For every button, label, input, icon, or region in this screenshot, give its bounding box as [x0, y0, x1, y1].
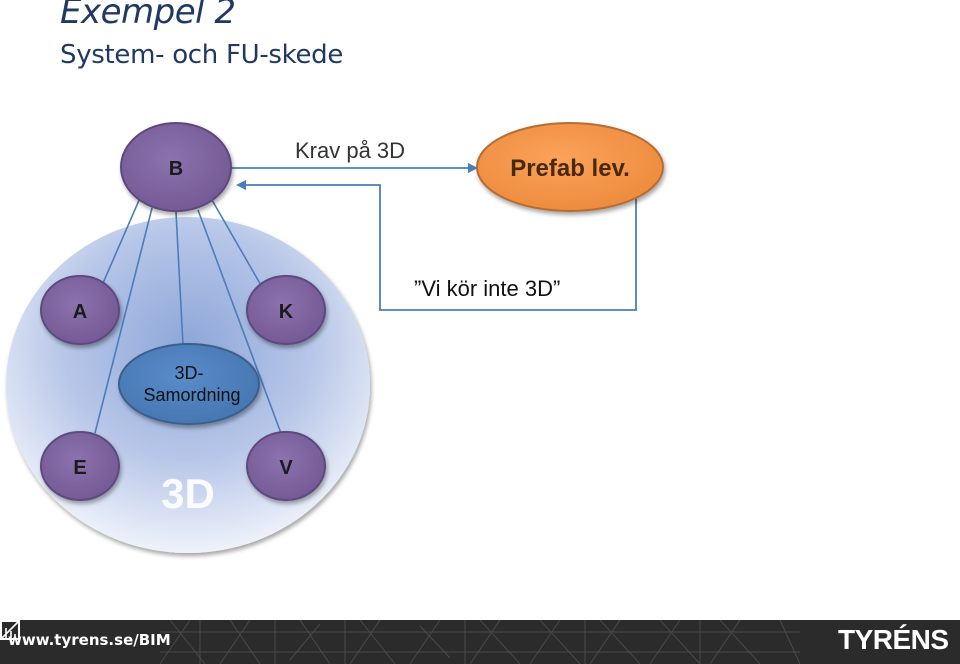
- node-b: [120, 122, 232, 212]
- krav-label: Krav på 3D: [295, 138, 405, 163]
- connector-b-k: [211, 199, 263, 288]
- reply-label: ”Vi kör inte 3D”: [414, 276, 560, 301]
- node-a: [40, 275, 120, 345]
- node-v: [246, 431, 326, 501]
- node-samordning-label-line1: 3D-: [174, 363, 203, 383]
- node-b-label: B: [169, 158, 183, 180]
- tyrens-mark-icon: [0, 620, 20, 640]
- connector-b-a: [99, 197, 141, 291]
- connector-b-samordning: [175, 211, 184, 346]
- node-k: [246, 275, 326, 345]
- footer-bar: www.tyrens.se/BIM TYRÉNS: [0, 620, 960, 664]
- node-a-label: A: [73, 301, 87, 323]
- node-e: [40, 431, 120, 501]
- page-subtitle: System- och FU-skede: [60, 40, 344, 70]
- page-title: Exempel 2: [60, 0, 236, 32]
- node-v-label: V: [279, 457, 293, 479]
- connector-lines: [94, 197, 283, 437]
- diagram-canvas: B Prefab lev. A K 3D- Samordning E V 3D …: [6, 122, 664, 553]
- connector-b-e: [94, 207, 153, 434]
- area-3d-label: 3D: [161, 470, 215, 517]
- tyrens-logo-text: TYRÉNS: [838, 624, 949, 655]
- footer-url[interactable]: www.tyrens.se/BIM: [8, 631, 171, 649]
- node-samordning-label-line2: Samordning: [143, 385, 240, 405]
- node-e-label: E: [73, 457, 86, 479]
- node-k-label: K: [279, 301, 294, 323]
- node-prefab: [476, 122, 664, 212]
- footer-pattern: [159, 620, 801, 664]
- connector-b-v: [197, 209, 283, 437]
- node-samordning: [118, 343, 260, 425]
- reply-elbow-connector: [236, 180, 637, 311]
- node-prefab-label: Prefab lev.: [510, 155, 630, 182]
